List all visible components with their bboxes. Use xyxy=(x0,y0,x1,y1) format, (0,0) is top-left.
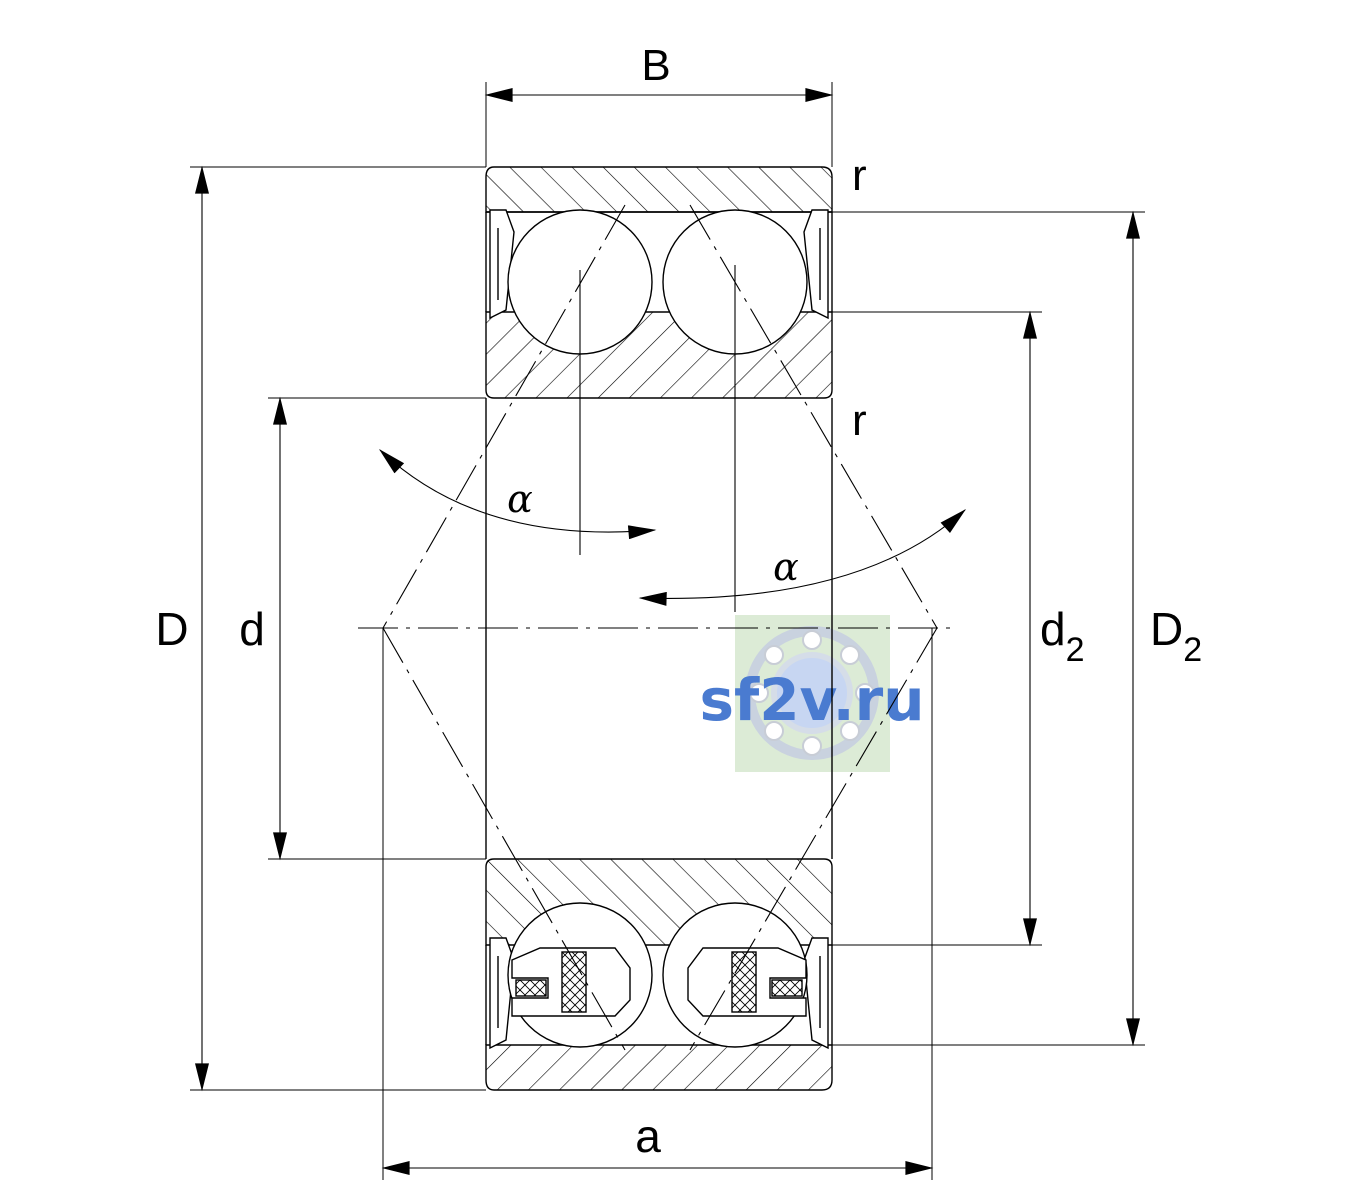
angle-arc-left xyxy=(378,449,657,540)
label-D2: D2 xyxy=(1150,603,1202,669)
seal-top-right xyxy=(803,209,829,320)
label-D: D xyxy=(155,603,188,655)
seal-bottom-right xyxy=(803,937,829,1050)
label-d2-base: d xyxy=(1040,603,1066,655)
label-d: d xyxy=(239,603,265,655)
label-B: B xyxy=(641,41,670,90)
label-r-mid: r xyxy=(852,396,867,445)
outer-ring-top xyxy=(485,166,833,213)
extension-lines xyxy=(190,82,1145,1180)
label-a: a xyxy=(635,1110,661,1162)
watermark-text: sf2v.ru xyxy=(699,666,924,734)
outer-ring-bottom xyxy=(485,1044,833,1091)
dimension-lines xyxy=(195,88,1140,1175)
label-d2: d2 xyxy=(1040,603,1085,669)
angle-arc-right xyxy=(638,509,967,606)
label-d2-sub: 2 xyxy=(1066,631,1085,669)
label-D2-base: D xyxy=(1150,603,1183,655)
balls-bottom xyxy=(507,902,808,1048)
label-alpha-left: α xyxy=(507,477,533,521)
label-D2-sub: 2 xyxy=(1183,631,1202,669)
label-r-top: r xyxy=(852,151,867,200)
watermark: sf2v.ru xyxy=(699,615,925,772)
label-alpha-right: α xyxy=(773,545,799,589)
dimension-labels: B D d d2 D2 a r r α α xyxy=(155,41,1202,1162)
